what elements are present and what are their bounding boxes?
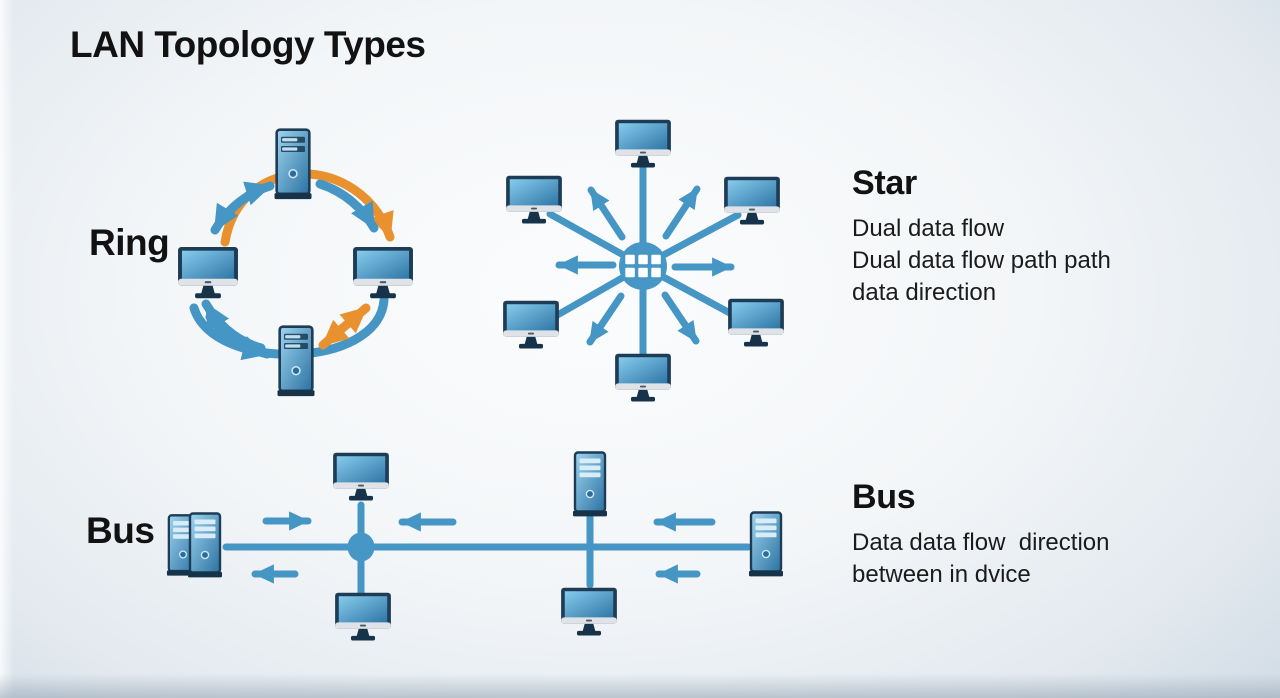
bus-label: Bus <box>86 510 155 551</box>
bus-junction-node <box>347 532 375 562</box>
star-heading: Star <box>852 164 917 202</box>
bus-topology-diagram <box>166 451 784 641</box>
star-line-1: Dual data flow <box>852 215 1005 242</box>
monitor-icon <box>333 452 389 501</box>
dual-tower-server-icon <box>166 512 223 579</box>
ring-arrow-orange-bottom-right <box>318 303 371 350</box>
monitor-icon <box>561 587 617 636</box>
bus-line-1: Data data flow direction <box>852 529 1110 556</box>
server-icon <box>748 511 784 578</box>
monitor-icon <box>335 592 391 641</box>
monitor-icon <box>615 119 671 168</box>
page-title: LAN Topology Types <box>70 24 426 65</box>
server-icon <box>276 325 316 398</box>
star-arrow-south-west <box>586 292 625 346</box>
monitor-icon <box>728 298 784 347</box>
star-arrow-north-west <box>587 186 626 241</box>
hub-switch-circle-icon <box>619 242 667 290</box>
server-icon <box>572 451 608 518</box>
star-arrow-north-east <box>662 185 701 240</box>
bus-line-2: between in dvice <box>852 561 1031 588</box>
star-arrow-south-east <box>661 291 700 345</box>
monitor-icon <box>615 353 671 402</box>
monitor-icon <box>353 246 413 299</box>
star-topology-diagram <box>503 119 784 402</box>
ring-arrow-blue-top-right <box>315 179 379 233</box>
monitor-icon <box>503 300 559 349</box>
star-description: Star Dual data flow Dual data flow path … <box>852 164 1192 309</box>
bus-heading: Bus <box>852 478 916 516</box>
ring-arrow-blue-top-left <box>210 181 275 235</box>
ring-label: Ring <box>89 222 170 263</box>
monitor-icon <box>178 246 238 299</box>
server-icon <box>187 512 223 579</box>
server-icon <box>273 128 313 201</box>
bus-description: Bus Data data flow direction between in … <box>852 478 1192 591</box>
star-line-3: data direction <box>852 279 997 306</box>
ring-topology-diagram <box>178 128 413 398</box>
ring-arrow-blue-bottom-left-down <box>205 312 272 361</box>
star-line-2: Dual data flow path path <box>852 247 1111 274</box>
